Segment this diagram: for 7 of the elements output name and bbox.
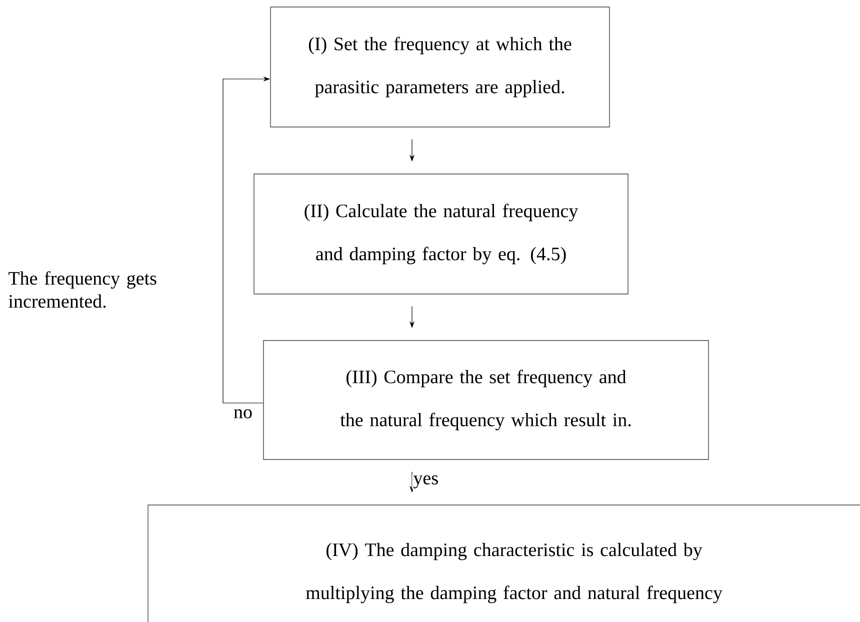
process-box: (III) Compare the set frequency and the natural frequency which result in.: [263, 340, 709, 460]
process-box: (II) Calculate the natural frequency and damping factor by eq. (4.5): [254, 174, 628, 294]
process-box: (IV) The damping characteristic is calculated by multiplying the damping factor and natural frequency: [148, 504, 860, 622]
process-box: (I) Set the frequency at which the parasitic parameters are applied.: [270, 6, 610, 128]
edge-label: no: [232, 408, 254, 420]
edge-label: yes: [412, 474, 440, 490]
note-text: The frequency gets incremented.: [8, 271, 156, 308]
